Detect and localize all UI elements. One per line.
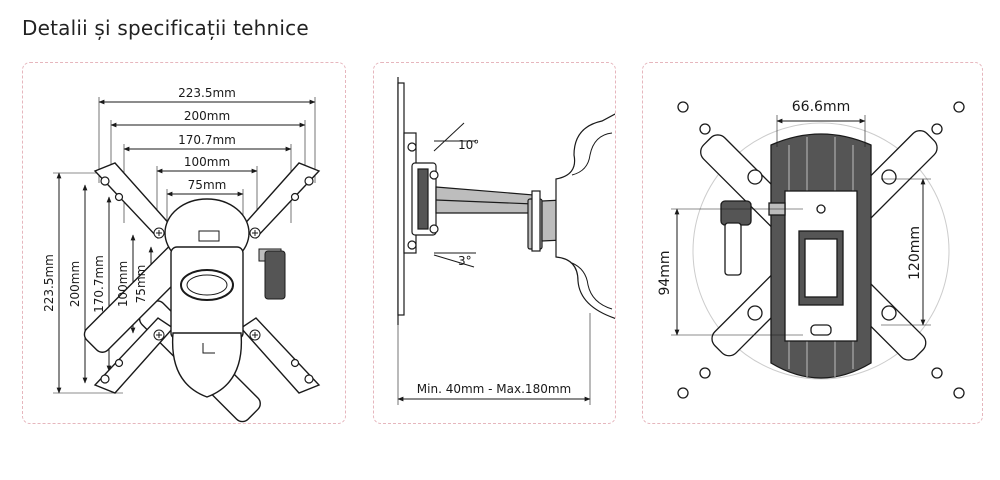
tilt-down-label: 3° bbox=[458, 254, 472, 268]
front-dim-h-100: 100mm bbox=[184, 155, 230, 169]
back-view-panel: 66.6mm 94mm 120mm bbox=[642, 62, 983, 424]
front-dim-h-75: 75mm bbox=[188, 178, 227, 192]
front-dim-h-223: 223.5mm bbox=[178, 86, 236, 100]
back-mount-plate bbox=[677, 101, 965, 399]
side-view-panel: 10° 3° Min. 40mm - Max.180mm bbox=[373, 62, 616, 424]
front-dim-v-200: 200mm bbox=[68, 261, 82, 307]
front-dim-v-170: 170.7mm bbox=[92, 255, 106, 313]
depth-label: Min. 40mm - Max.180mm bbox=[417, 382, 571, 396]
front-dim-v-100: 100mm bbox=[116, 261, 130, 307]
back-view-drawing: 66.6mm 94mm 120mm bbox=[657, 99, 965, 399]
front-mount-plate bbox=[83, 162, 321, 423]
back-width-label: 66.6mm bbox=[792, 99, 850, 115]
page-title: Detalii și specificații tehnice bbox=[22, 16, 309, 40]
tilt-up-label: 10° bbox=[458, 138, 479, 152]
front-dim-h-200: 200mm bbox=[184, 109, 230, 123]
side-view-drawing: 10° 3° Min. 40mm - Max.180mm bbox=[397, 77, 615, 405]
front-dim-v-75: 75mm bbox=[134, 265, 148, 304]
front-view-drawing: 223.5mm 200mm 170.7mm 100mm 75mm 223.5mm… bbox=[42, 86, 321, 423]
front-view-panel: 223.5mm 200mm 170.7mm 100mm 75mm 223.5mm… bbox=[22, 62, 346, 424]
back-right-height-label: 120mm bbox=[907, 226, 923, 280]
front-dim-h-170: 170.7mm bbox=[178, 133, 236, 147]
back-left-height-label: 94mm bbox=[657, 250, 673, 295]
side-mount-arm bbox=[397, 77, 615, 325]
front-dim-v-223: 223.5mm bbox=[42, 254, 56, 312]
